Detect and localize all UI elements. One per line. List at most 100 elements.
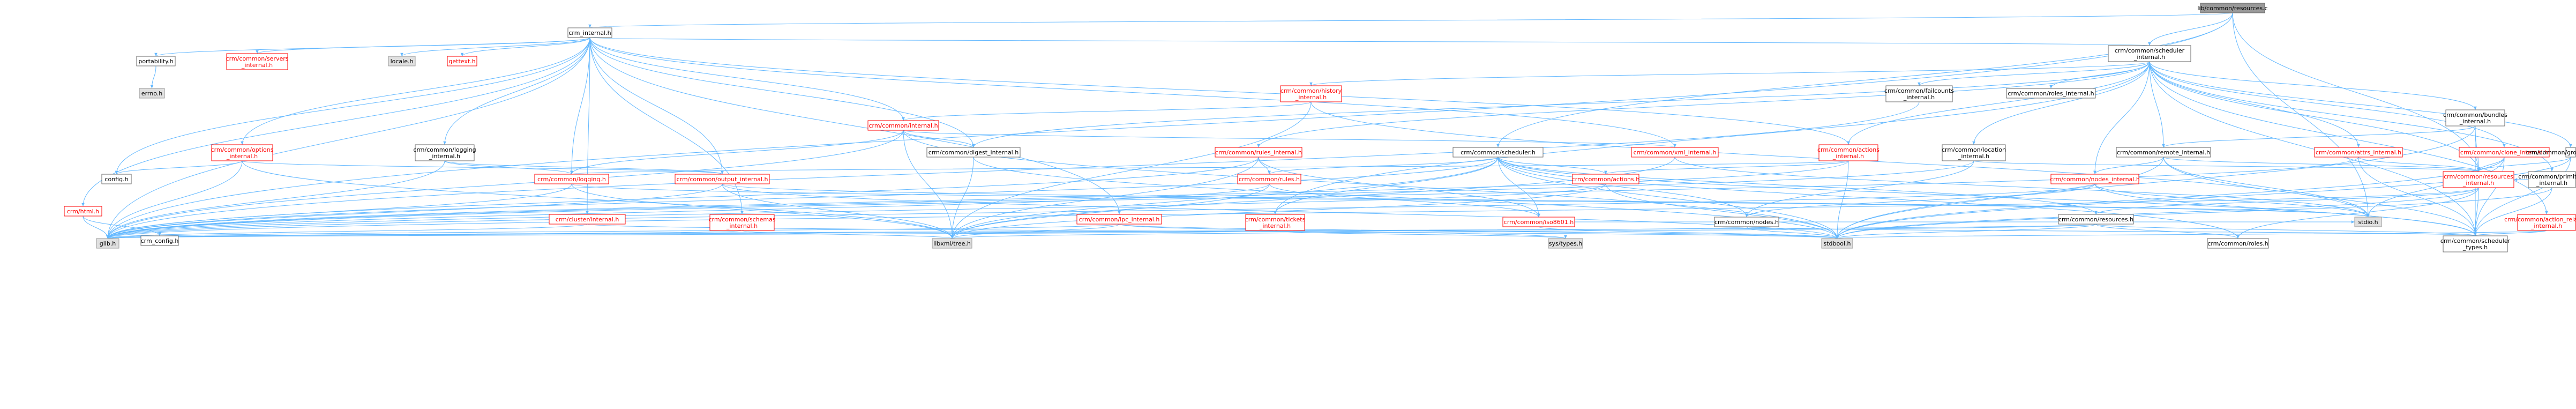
node-label: crm/common/xml_internal.h — [1634, 149, 1717, 156]
edge-crm_internal-to-scheduler_internal — [589, 37, 2150, 46]
node-label: crm/common/iso8601.h — [1504, 219, 1574, 226]
node-nodes-internal[interactable]: crm/common/nodes_internal.h — [2050, 174, 2140, 184]
node-label: lib/common/resources.c — [2197, 5, 2267, 12]
node-history-internal[interactable]: crm/common/history_internal.h — [1280, 85, 1342, 102]
node-attrs-internal[interactable]: crm/common/attrs_internal.h — [2314, 147, 2403, 158]
edge-crm_internal-to-servers_internal — [256, 37, 590, 54]
node-label: libxml/tree.h — [933, 240, 971, 247]
edge-nodes_internal-to-glib — [106, 183, 2095, 239]
node-rules-h[interactable]: crm/common/rules.h — [1237, 174, 1301, 184]
node-label: crm/common/internal.h — [868, 122, 938, 129]
node-box — [2006, 88, 2096, 99]
node-config[interactable]: config.h — [101, 174, 132, 184]
node-action-relation[interactable]: crm/common/action_relation_internal.h — [2504, 214, 2576, 231]
node-rules-internal[interactable]: crm/common/rules_internal.h — [1215, 147, 1302, 158]
edge-crm_internal-to-gettext — [460, 37, 590, 57]
edge-internal_h-to-libxml — [903, 130, 954, 239]
node-scheduler-types[interactable]: crm/common/scheduler_types.h — [2440, 235, 2511, 252]
edge-rules_h-to-glib — [106, 183, 1270, 239]
node-logging-internal[interactable]: crm/common/logging_internal.h — [413, 144, 476, 161]
node-bundles-internal[interactable]: crm/common/bundles_internal.h — [2443, 109, 2507, 127]
edge-crm_internal-to-xml_internal — [589, 37, 1676, 148]
edge-logging_internal-to-glib — [106, 160, 445, 239]
node-box — [1818, 144, 1878, 161]
edge-scheduler_h-to-scheduler_types — [1497, 157, 2477, 236]
node-clone-internal[interactable]: crm/common/clone_internal.h — [2459, 147, 2550, 158]
node-digest-internal[interactable]: crm/common/digest_internal.h — [926, 147, 1021, 158]
node-box — [2108, 45, 2191, 62]
node-box — [1237, 174, 1301, 184]
node-nodes-h[interactable]: crm/common/nodes.h — [1714, 217, 1779, 227]
node-label: crm/common/servers — [226, 55, 289, 62]
node-box — [96, 238, 119, 249]
node-crm-config[interactable]: crm_config.h — [140, 235, 179, 246]
node-tickets-internal[interactable]: crm/common/tickets_internal.h — [1245, 214, 1306, 231]
edge-rules_internal-to-libxml — [950, 157, 1259, 239]
node-box — [2207, 238, 2269, 249]
node-output-internal[interactable]: crm/common/output_internal.h — [675, 174, 770, 184]
node-schemas-internal[interactable]: crm/common/schemas_internal.h — [708, 214, 776, 231]
node-label: crm/common/scheduler — [2440, 237, 2511, 244]
edge-scheduler_internal-to-attrs_internal — [2149, 61, 2360, 148]
edge-history_internal-to-libxml — [950, 101, 1312, 239]
node-internal-h[interactable]: crm/common/internal.h — [867, 120, 939, 131]
node-resources-h[interactable]: crm/common/resources.h — [2058, 214, 2134, 225]
node-roles-h[interactable]: crm/common/roles.h — [2207, 238, 2269, 249]
node-actions-internal[interactable]: crm/common/actions_internal.h — [1817, 144, 1879, 161]
node-box — [388, 56, 416, 66]
node-logging-h[interactable]: crm/common/logging.h — [534, 174, 609, 184]
node-group-internal[interactable]: crm/common/group_internal.h — [2526, 147, 2576, 158]
edge-crm_internal-to-locale — [400, 37, 590, 57]
node-remote-internal[interactable]: crm/common/remote_internal.h — [2116, 147, 2211, 158]
node-scheduler-h[interactable]: crm/common/scheduler.h — [1452, 147, 1544, 158]
node-ipc-internal[interactable]: crm/common/ipc_internal.h — [1076, 214, 1162, 225]
node-gettext[interactable]: gettext.h — [447, 56, 477, 66]
node-label: crm/common/roles.h — [2207, 240, 2268, 247]
node-box — [1076, 214, 1162, 225]
node-label: crm/common/actions.h — [1572, 176, 1640, 183]
edge-internal_h-to-logging_h — [570, 130, 904, 175]
node-label: crm/common/bundles — [2443, 111, 2507, 118]
edge-remote_internal-to-stdbool — [1836, 157, 2164, 239]
node-actions-h[interactable]: crm/common/actions.h — [1572, 174, 1640, 184]
edge-scheduler_internal-to-failcounts_internal — [1918, 61, 2150, 86]
edge-scheduler_internal-to-digest_internal — [972, 61, 2150, 148]
node-label: crm/common/rules_internal.h — [1215, 149, 1302, 156]
edge-resources_internal-to-resources_h — [2094, 187, 2479, 215]
node-failcounts-internal[interactable]: crm/common/failcounts_internal.h — [1884, 85, 1954, 102]
node-box — [2565, 147, 2576, 158]
node-crm-internal[interactable]: crm_internal.h — [567, 27, 612, 38]
node-root[interactable]: lib/common/resources.c — [2197, 3, 2268, 13]
edge-root-to-scheduler_internal — [2148, 12, 2233, 46]
node-xml-internal[interactable]: crm/common/xml_internal.h — [1631, 147, 1719, 158]
node-html-h[interactable]: crm/html.h — [64, 206, 102, 217]
node-cluster-internal[interactable]: crm/cluster/internal.h — [549, 214, 626, 225]
node-portability[interactable]: portability.h — [136, 56, 176, 66]
edge-root-to-glib — [106, 12, 2233, 239]
node-label: _internal.h — [726, 222, 758, 229]
edge-attrs_internal-to-scheduler_types — [2358, 157, 2477, 236]
node-box — [534, 174, 609, 184]
node-location-internal[interactable]: crm/common/location_internal.h — [1942, 144, 2006, 161]
edge-root-to-scheduler_h — [1496, 12, 2233, 148]
node-resources-internal[interactable]: crm/common/resources_internal.h — [2443, 171, 2514, 188]
node-box — [1548, 238, 1583, 249]
node-box — [2517, 214, 2576, 231]
node-roles-internal[interactable]: crm/common/roles_internal.h — [2006, 88, 2096, 99]
node-iso8601[interactable]: crm/common/iso8601.h — [1502, 217, 1575, 227]
edge-internal_h-to-xml_internal — [903, 130, 1676, 148]
node-label: crm/common/clone_internal.h — [2460, 149, 2548, 156]
node-primitive-internal[interactable]: crm/common/primitive_internal.h — [2518, 171, 2576, 188]
node-servers-internal[interactable]: crm/common/servers_internal.h — [226, 53, 289, 70]
edge-output_internal-to-glib — [106, 183, 723, 239]
edge-scheduler_h-to-nodes_h — [1497, 157, 1748, 218]
edge-digest_internal-to-libxml — [950, 157, 974, 239]
node-label: crm/common/scheduler.h — [1461, 149, 1536, 156]
node-options-internal[interactable]: crm/common/options_internal.h — [211, 144, 274, 161]
edge-crm_internal-to-digest_internal — [589, 37, 975, 148]
edge-internal_h-to-digest_internal — [903, 130, 975, 148]
node-scheduler-internal[interactable]: crm/common/scheduler_internal.h — [2108, 45, 2191, 62]
edge-root-to-stdio — [2232, 12, 2370, 218]
edge-scheduler_h-to-rules_h — [1268, 157, 1499, 175]
edge-resources_internal-to-scheduler_types — [2474, 187, 2479, 236]
